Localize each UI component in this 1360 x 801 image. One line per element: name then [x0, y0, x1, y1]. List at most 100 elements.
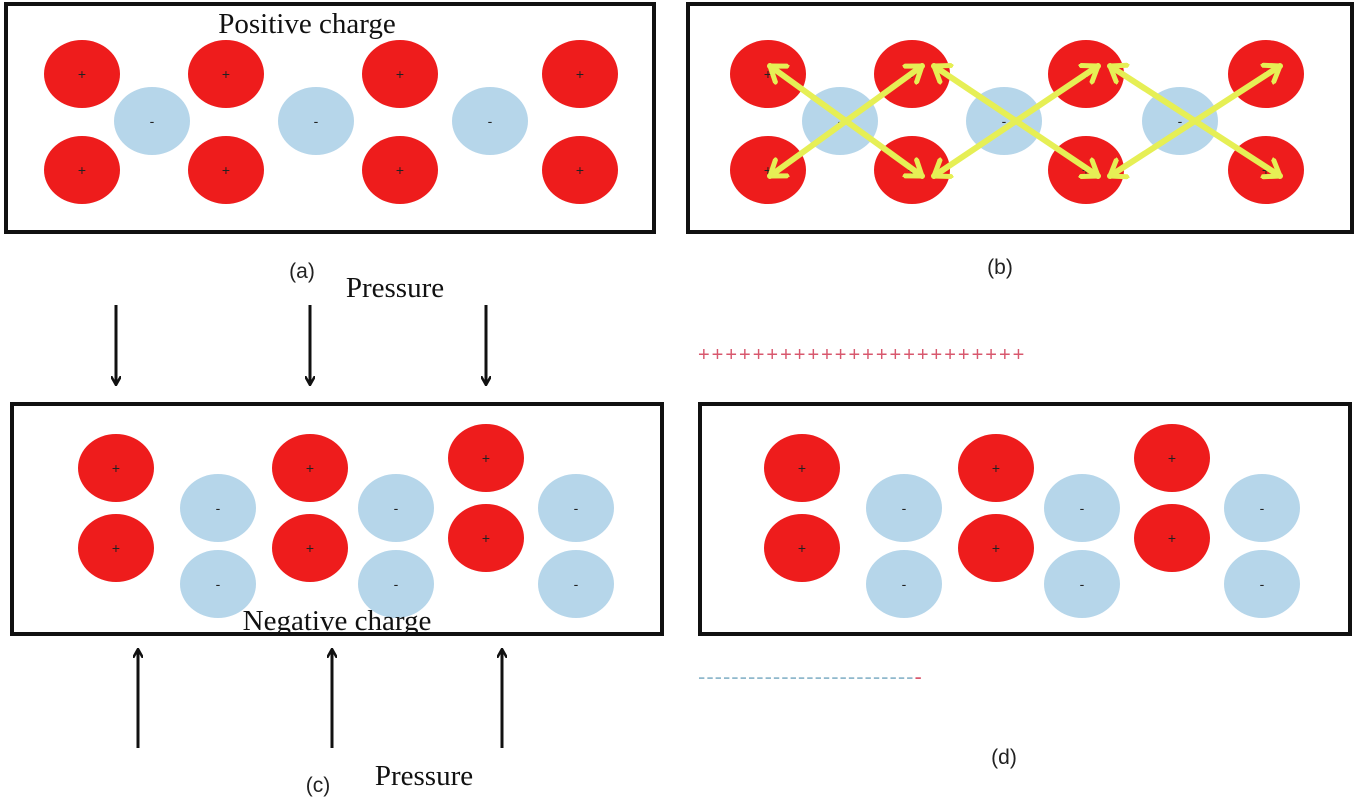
svg-text:-: - — [488, 113, 493, 129]
svg-text:+: + — [482, 450, 490, 466]
svg-text:-: - — [1080, 576, 1085, 592]
panel-a-lattice: + + - + + - + + - + + — [44, 40, 618, 204]
svg-text:+: + — [992, 540, 1000, 556]
double-headed-arrow-icon — [767, 63, 925, 179]
svg-text:-: - — [394, 500, 399, 516]
positive-ion: + — [44, 40, 120, 108]
svg-text:+: + — [1168, 450, 1176, 466]
positive-ion: + — [362, 40, 438, 108]
panel-c: Pressure + + - - + + - - + + - - Negativ… — [10, 272, 664, 797]
svg-text:-: - — [902, 500, 907, 516]
svg-text:+: + — [396, 162, 404, 178]
pressure-bottom-label: Pressure — [375, 760, 473, 792]
svg-text:+: + — [482, 530, 490, 546]
svg-text:+: + — [992, 460, 1000, 476]
positive-ion: + — [272, 514, 348, 582]
positive-ion: + — [542, 136, 618, 204]
panel-a-frame — [4, 2, 656, 234]
dipole-arrows — [767, 63, 1283, 179]
panel-d-label: (d) — [991, 746, 1017, 769]
svg-text:+: + — [576, 66, 584, 82]
positive-ion: + — [188, 136, 264, 204]
svg-text:+: + — [306, 540, 314, 556]
positive-ion: + — [764, 514, 840, 582]
negative-ion: - — [358, 474, 434, 542]
svg-text:+: + — [78, 66, 86, 82]
positive-ion: + — [78, 514, 154, 582]
positive-ion: + — [1134, 424, 1210, 492]
positive-ion: + — [44, 136, 120, 204]
pressure-arrows-bottom — [138, 650, 502, 748]
svg-text:+: + — [306, 460, 314, 476]
negative-ion: - — [866, 474, 942, 542]
pressure-arrows-top — [116, 305, 486, 384]
svg-text:+: + — [798, 540, 806, 556]
panel-c-label: (c) — [306, 774, 331, 797]
positive-ion: + — [958, 434, 1034, 502]
svg-text:+: + — [222, 66, 230, 82]
negative-ion: - — [180, 474, 256, 542]
positive-ion: + — [448, 504, 524, 572]
panel-a: Positive charge + + - + + - + + - + + (a… — [4, 2, 656, 283]
negative-ion: - — [866, 550, 942, 618]
svg-text:+: + — [798, 460, 806, 476]
double-headed-arrow-icon — [931, 66, 1101, 176]
svg-text:+: + — [576, 162, 584, 178]
panel-d-lattice: + + - - + + - - + + - - — [764, 424, 1300, 618]
svg-text:-: - — [574, 500, 579, 516]
svg-text:-: - — [902, 576, 907, 592]
svg-text:-: - — [216, 576, 221, 592]
panel-a-label: (a) — [289, 260, 315, 283]
svg-text:-: - — [314, 113, 319, 129]
negative-ion: - — [180, 550, 256, 618]
positive-ion: + — [188, 40, 264, 108]
negative-ion: - — [1044, 474, 1120, 542]
negative-ion: - — [538, 474, 614, 542]
panel-c-lattice: + + - - + + - - + + - - — [78, 424, 614, 618]
panel-c-frame — [10, 402, 664, 636]
negative-ion: - — [358, 550, 434, 618]
pressure-top-label: Pressure — [346, 272, 444, 304]
positive-ion: + — [78, 434, 154, 502]
panel-b: + + - + + - + + - + + (b) — [686, 2, 1354, 279]
negative-ion: - — [114, 87, 190, 155]
svg-text:-: - — [394, 576, 399, 592]
positive-ion: + — [272, 434, 348, 502]
positive-ion: + — [362, 136, 438, 204]
svg-text:-: - — [1260, 576, 1265, 592]
negative-ion: - — [1224, 474, 1300, 542]
svg-text:+: + — [396, 66, 404, 82]
negative-ion: - — [278, 87, 354, 155]
double-headed-arrow-icon — [1107, 66, 1283, 176]
positive-charge-label: Positive charge — [218, 8, 395, 40]
panel-b-label: (b) — [987, 256, 1013, 279]
surface-negative-charges: --------------------------- — [698, 664, 923, 689]
positive-ion: + — [1134, 504, 1210, 572]
positive-ion: + — [730, 40, 806, 108]
svg-text:-: - — [574, 576, 579, 592]
svg-text:+: + — [1168, 530, 1176, 546]
svg-text:+: + — [78, 162, 86, 178]
positive-ion: + — [730, 136, 806, 204]
negative-ion: - — [1044, 550, 1120, 618]
panel-b-frame — [686, 2, 1354, 234]
svg-text:-: - — [1080, 500, 1085, 516]
negative-ion: - — [452, 87, 528, 155]
positive-ion: + — [542, 40, 618, 108]
svg-text:+: + — [222, 162, 230, 178]
surface-positive-charges: ++++++++++++++++++++++++ — [698, 344, 1026, 366]
svg-text:-: - — [216, 500, 221, 516]
positive-ion: + — [764, 434, 840, 502]
svg-text:-: - — [150, 113, 155, 129]
svg-text:+: + — [112, 460, 120, 476]
svg-text:+: + — [112, 540, 120, 556]
positive-ion: + — [448, 424, 524, 492]
svg-text:-: - — [1260, 500, 1265, 516]
negative-ion: - — [1224, 550, 1300, 618]
panel-d-frame — [698, 402, 1352, 636]
negative-ion: - — [538, 550, 614, 618]
negative-charge-label: Negative charge — [243, 605, 432, 637]
panel-d: ++++++++++++++++++++++++ + + - - + + - -… — [698, 344, 1352, 769]
positive-ion: + — [958, 514, 1034, 582]
